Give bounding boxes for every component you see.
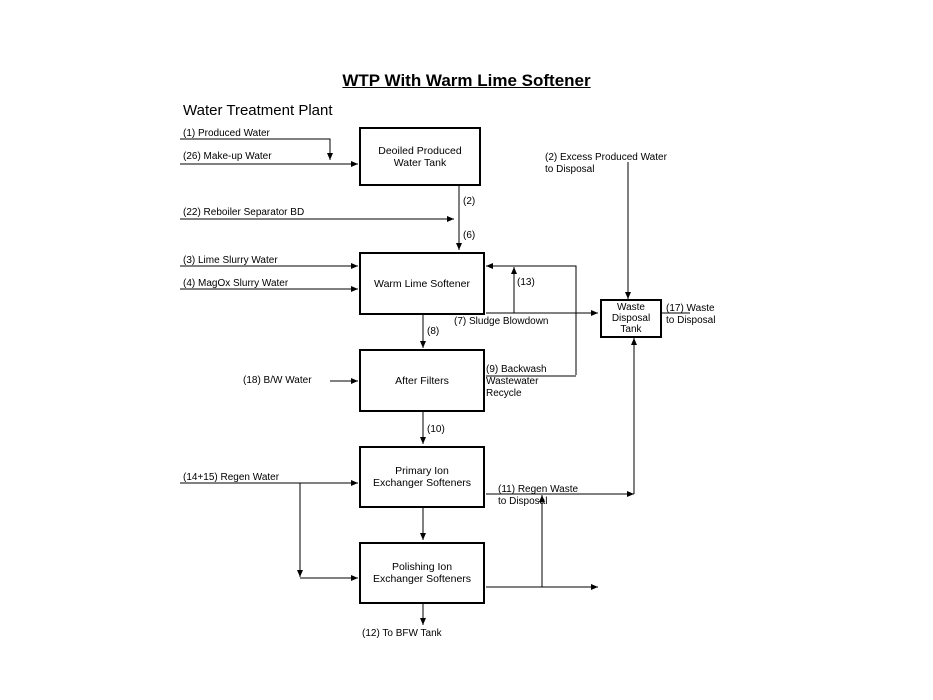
diagram-subtitle: Water Treatment Plant (183, 102, 333, 119)
label-s13: (13) (517, 277, 535, 288)
diagram-title: WTP With Warm Lime Softener (342, 71, 591, 90)
label-s10: (10) (427, 424, 445, 435)
label-s12: (12) To BFW Tank (362, 628, 442, 639)
deoiled-tank-box: Deoiled Produced Water Tank (359, 127, 481, 186)
label-s22: (22) Reboiler Separator BD (183, 207, 305, 218)
label-s17: (17) Waste to Disposal (666, 303, 716, 326)
label-s1: (1) Produced Water (183, 128, 270, 139)
polishing-ion-exchanger-box: Polishing Ion Exchanger Softeners (359, 542, 485, 604)
label-s11: (11) Regen Waste to Disposal (498, 484, 579, 507)
label-s18: (18) B/W Water (243, 375, 312, 386)
primary-ion-exchanger-box: Primary Ion Exchanger Softeners (359, 446, 485, 508)
label-s9: (9) Backwash Wastewater Recycle (486, 364, 547, 399)
label-s8: (8) (427, 326, 440, 337)
label-s3: (3) Lime Slurry Water (183, 255, 278, 266)
label-s7: (7) Sludge Blowdown (454, 316, 549, 327)
label-s26: (26) Make-up Water (183, 151, 272, 162)
waste-disposal-tank-box: Waste Disposal Tank (600, 299, 662, 338)
warm-lime-softener-box: Warm Lime Softener (359, 252, 485, 315)
after-filters-box: After Filters (359, 349, 485, 412)
line-produced-water (180, 138, 333, 160)
line-recycle-13 (486, 263, 577, 375)
label-s2-line: (2) (463, 196, 476, 207)
label-s2-excess: (2) Excess Produced Water to Disposal (545, 152, 667, 175)
label-s6: (6) (463, 230, 476, 241)
label-s4: (4) MagOx Slurry Water (183, 278, 289, 289)
label-s14-15: (14+15) Regen Water (183, 472, 280, 483)
